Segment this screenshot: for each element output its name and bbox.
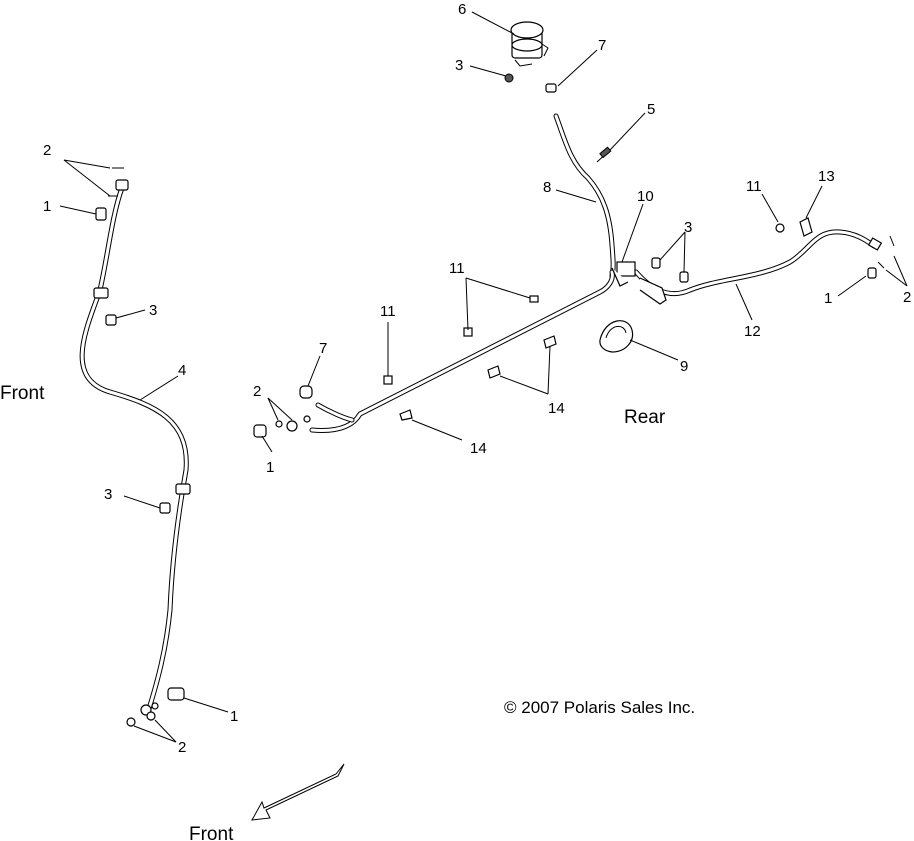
rear-brake-hose <box>633 229 877 297</box>
front-label-left: Front <box>0 383 45 404</box>
callout-1-front-bottom: 1 <box>230 708 238 725</box>
clip-rear <box>775 223 785 233</box>
main-line-fittings <box>253 385 313 438</box>
bleeder-screw <box>596 146 612 163</box>
screw-top <box>504 73 514 83</box>
callout-3-top: 3 <box>455 57 463 74</box>
callout-1-line: 1 <box>266 459 274 476</box>
callout-13: 13 <box>818 168 835 185</box>
hose-clamp-top <box>545 83 557 93</box>
callout-10: 10 <box>637 188 654 205</box>
line-brackets <box>399 335 557 421</box>
line-clips <box>383 295 539 385</box>
callout-1-rear: 1 <box>824 290 832 307</box>
main-brake-line <box>309 269 615 433</box>
reservoir-hose <box>553 113 616 279</box>
leader-lines <box>59 11 908 743</box>
callout-3-block: 3 <box>684 219 692 236</box>
callout-4: 4 <box>178 362 186 379</box>
callout-14-upper: 14 <box>548 400 565 417</box>
junction-block <box>611 261 667 305</box>
callout-2-front-bottom: 2 <box>178 739 186 756</box>
callout-8: 8 <box>543 179 551 196</box>
callout-3-front-lower: 3 <box>104 486 112 503</box>
callout-11-lower: 11 <box>380 303 396 320</box>
callout-11-rear: 11 <box>746 178 762 195</box>
brake-fluid-reservoir <box>510 21 549 67</box>
callout-12: 12 <box>744 323 761 340</box>
callout-11-upper: 11 <box>449 260 465 277</box>
callout-14-lower: 14 <box>470 440 487 457</box>
rear-label: Rear <box>624 407 666 428</box>
callout-5: 5 <box>647 101 655 118</box>
callout-1-front-top: 1 <box>43 198 51 215</box>
callout-9: 9 <box>680 358 688 375</box>
callout-6: 6 <box>458 1 466 18</box>
callout-7-line: 7 <box>319 340 327 357</box>
front-bottom-fittings <box>126 687 185 727</box>
callout-2-line: 2 <box>253 383 261 400</box>
copyright-text: © 2007 Polaris Sales Inc. <box>504 698 695 717</box>
front-hose-clamp <box>93 287 191 514</box>
callout-2-front-top: 2 <box>43 142 51 159</box>
front-top-fittings <box>95 167 129 221</box>
callout-7-top: 7 <box>598 37 606 54</box>
front-label-bottom: Front <box>189 824 234 841</box>
front-brake-hose <box>79 185 189 715</box>
callout-2-rear: 2 <box>903 289 911 306</box>
fitting-13 <box>799 217 813 237</box>
heat-shield <box>599 320 634 353</box>
callout-3-front-upper: 3 <box>149 302 157 319</box>
screw-pair <box>651 257 689 283</box>
front-direction-arrow <box>251 763 345 821</box>
rear-right-fittings <box>867 235 895 279</box>
